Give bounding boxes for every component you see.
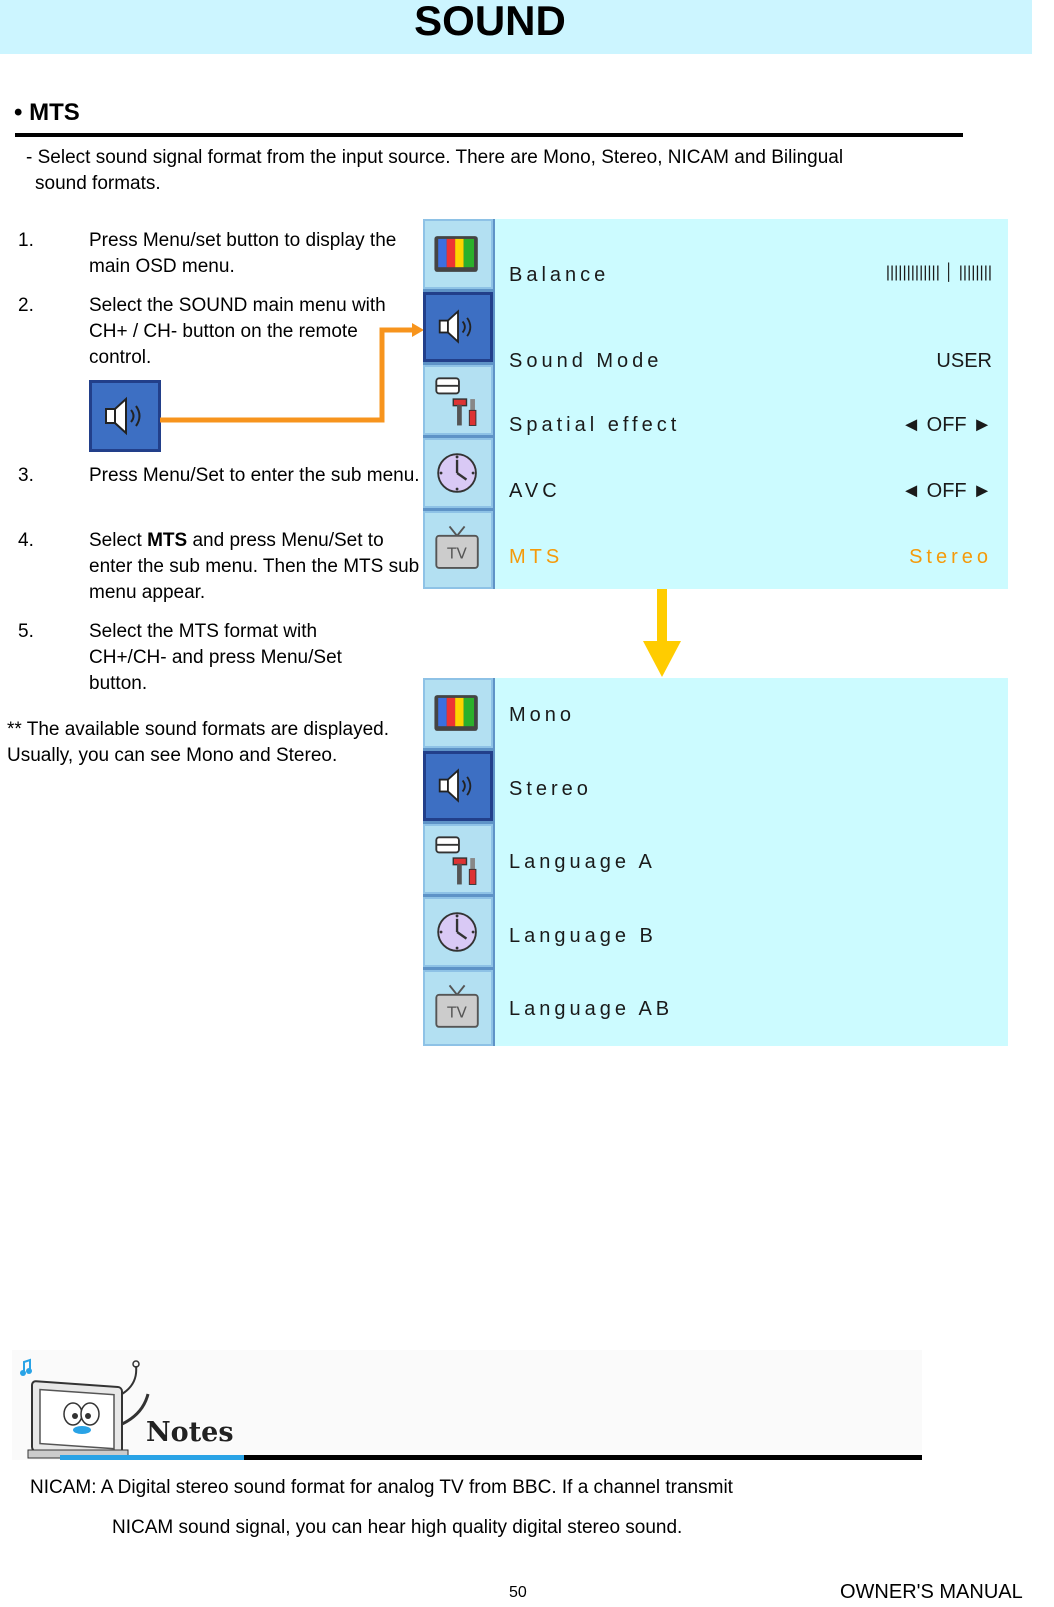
section-divider: [15, 133, 963, 137]
tools-icon: [435, 377, 477, 426]
osd-main-item-avc[interactable]: AVC: [509, 480, 561, 502]
osd-main-item-balance[interactable]: Balance: [509, 264, 610, 286]
speaker-icon: [438, 768, 472, 803]
osd-sub-item-mono[interactable]: Mono: [509, 704, 576, 726]
spatial-effect-value[interactable]: ◄ OFF ►: [901, 414, 992, 436]
page-number: 50: [509, 1584, 527, 1601]
step-text-bold: MTS: [147, 530, 188, 551]
osd-sub-picture-button[interactable]: [423, 678, 493, 748]
osd-main-sound-button[interactable]: [423, 292, 493, 362]
osd-main-setup-button[interactable]: [423, 365, 493, 435]
osd-main-timer-button[interactable]: [423, 438, 493, 508]
osd-main-item-sound-mode[interactable]: Sound Mode: [509, 350, 663, 372]
section-title: • MTS: [14, 99, 80, 126]
description-line-2: sound formats.: [35, 173, 161, 194]
notes-divider: [244, 1455, 922, 1460]
tools-icon: [435, 836, 477, 885]
nicam-note-line-1: NICAM: A Digital stereo sound format for…: [30, 1477, 733, 1498]
color-bars-icon: [434, 236, 478, 272]
osd-sub-item-language-ab[interactable]: Language AB: [509, 998, 674, 1020]
svg-text:TV: TV: [446, 1003, 467, 1021]
notes-accent-rule: [60, 1455, 245, 1460]
page-title: SOUND: [414, 0, 566, 44]
step-number: 4.: [18, 530, 34, 551]
notes-tv-mascot-icon: [20, 1358, 150, 1459]
arrow-head: [412, 323, 424, 337]
osd-main-menu: [423, 219, 1008, 589]
page-header: [0, 0, 1032, 54]
osd-sub-setup-button[interactable]: [423, 824, 493, 894]
osd-main-item-mts[interactable]: MTS: [509, 546, 564, 568]
section-description: - Select sound signal format from the in…: [26, 145, 976, 197]
osd-sub-timer-button[interactable]: [423, 897, 493, 967]
speaker-icon: [438, 309, 472, 344]
step-text: Select the SOUND main menu with CH+ / CH…: [89, 295, 386, 368]
connector-arrow: [160, 323, 424, 423]
notes-band: [12, 1350, 922, 1460]
sound-menu-icon-illustration: [89, 380, 161, 452]
osd-sub-sound-button[interactable]: [423, 751, 493, 821]
nicam-note-line-2: NICAM sound signal, you can hear high qu…: [112, 1517, 683, 1538]
step-number: 2.: [18, 295, 34, 316]
footer-manual-label: OWNER'S MANUAL: [840, 1581, 1023, 1603]
osd-sub-tv-button[interactable]: TV: [423, 970, 493, 1046]
sound-mode-value: USER: [936, 350, 992, 372]
balance-value: ||||||||||||| │ ||||||||: [885, 264, 992, 281]
tv-icon: TV: [435, 984, 479, 1028]
description-line-1: - Select sound signal format from the in…: [26, 147, 844, 168]
step-number: 3.: [18, 465, 34, 486]
notes-heading: Notes: [146, 1417, 234, 1448]
osd-sub-item-language-a[interactable]: Language A: [509, 851, 656, 873]
color-bars-icon: [434, 695, 478, 731]
step-text: Select the MTS format with CH+/CH- and p…: [89, 621, 342, 694]
down-arrow: [643, 589, 681, 677]
step-text: Press Menu/set button to display the mai…: [89, 230, 397, 277]
osd-main-picture-button[interactable]: [423, 219, 493, 289]
step-text-part: and press Menu/Set to enter the sub menu…: [89, 530, 420, 603]
osd-sub-item-language-b[interactable]: Language B: [509, 925, 657, 947]
osd-main-item-spatial-effect[interactable]: Spatial effect: [509, 414, 681, 436]
clock-icon: [437, 453, 477, 493]
step-number: 5.: [18, 621, 34, 642]
step-number: 1.: [18, 230, 34, 251]
osd-sub-menu: [423, 678, 1008, 1046]
svg-text:TV: TV: [446, 544, 467, 562]
step-text: Select MTS and press Menu/Set to enter t…: [89, 528, 424, 606]
avc-value[interactable]: ◄ OFF ►: [901, 480, 992, 502]
osd-sub-item-stereo[interactable]: Stereo: [509, 778, 592, 800]
mts-value: Stereo: [909, 546, 992, 568]
osd-main-tv-button[interactable]: TV: [423, 511, 493, 589]
available-formats-note: ** The available sound formats are displ…: [7, 719, 389, 766]
speaker-icon: [105, 396, 141, 436]
step-text: Press Menu/Set to enter the sub menu.: [89, 465, 420, 486]
clock-icon: [437, 912, 477, 952]
step-text-part: Select: [89, 530, 148, 551]
tv-icon: TV: [435, 525, 479, 569]
connector-line: [160, 327, 415, 423]
